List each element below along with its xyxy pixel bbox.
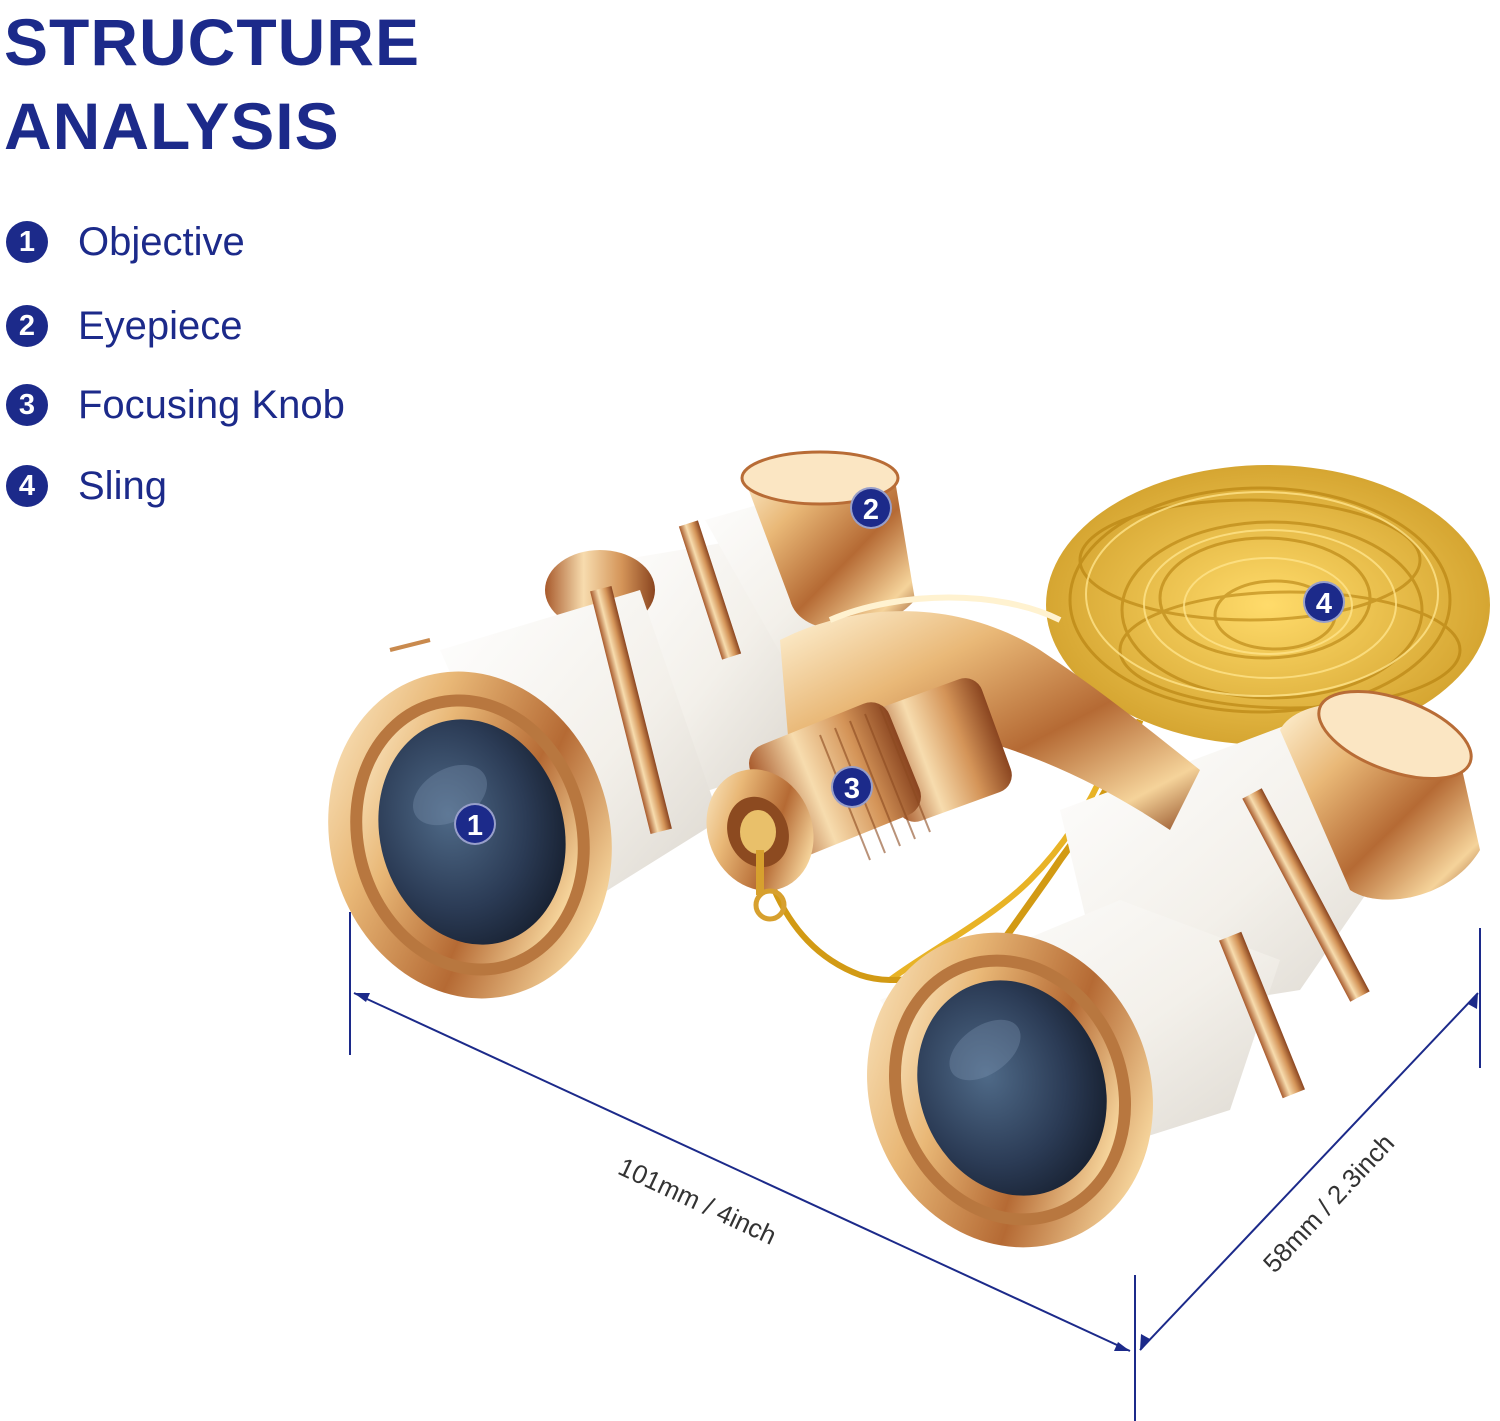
title-line-2: ANALYSIS — [4, 89, 340, 163]
number-4-badge-icon: 4 — [6, 465, 48, 507]
legend-label-objective: Objective — [78, 220, 245, 264]
front-barrel-right — [867, 900, 1305, 1248]
callout-focusing-knob-badge: 3 — [831, 766, 873, 808]
legend-item-focusing-knob: 3 Focusing Knob — [6, 375, 426, 427]
callout-objective-badge: 1 — [454, 803, 496, 845]
title-line-1: STRUCTURE — [4, 5, 420, 79]
number-3-badge-icon: 3 — [6, 384, 48, 426]
legend-label-sling: Sling — [78, 464, 167, 508]
front-barrel-left — [328, 586, 720, 999]
callout-sling-badge: 4 — [1303, 581, 1345, 623]
legend-label-eyepiece: Eyepiece — [78, 304, 243, 348]
number-1-badge-icon: 1 — [6, 221, 48, 263]
number-2-badge-icon: 2 — [6, 305, 48, 347]
legend-item-sling: 4 Sling — [6, 456, 426, 508]
legend-item-eyepiece: 2 Eyepiece — [6, 296, 426, 348]
legend-label-focusing-knob: Focusing Knob — [78, 383, 345, 427]
width-dimension-line — [353, 992, 1131, 1352]
page-title: STRUCTURE ANALYSIS — [4, 0, 420, 168]
legend-item-objective: 1 Objective — [6, 212, 426, 264]
depth-dimension-line — [1139, 992, 1479, 1351]
callout-eyepiece-badge: 2 — [850, 487, 892, 529]
dimension-lines — [349, 912, 1481, 1421]
